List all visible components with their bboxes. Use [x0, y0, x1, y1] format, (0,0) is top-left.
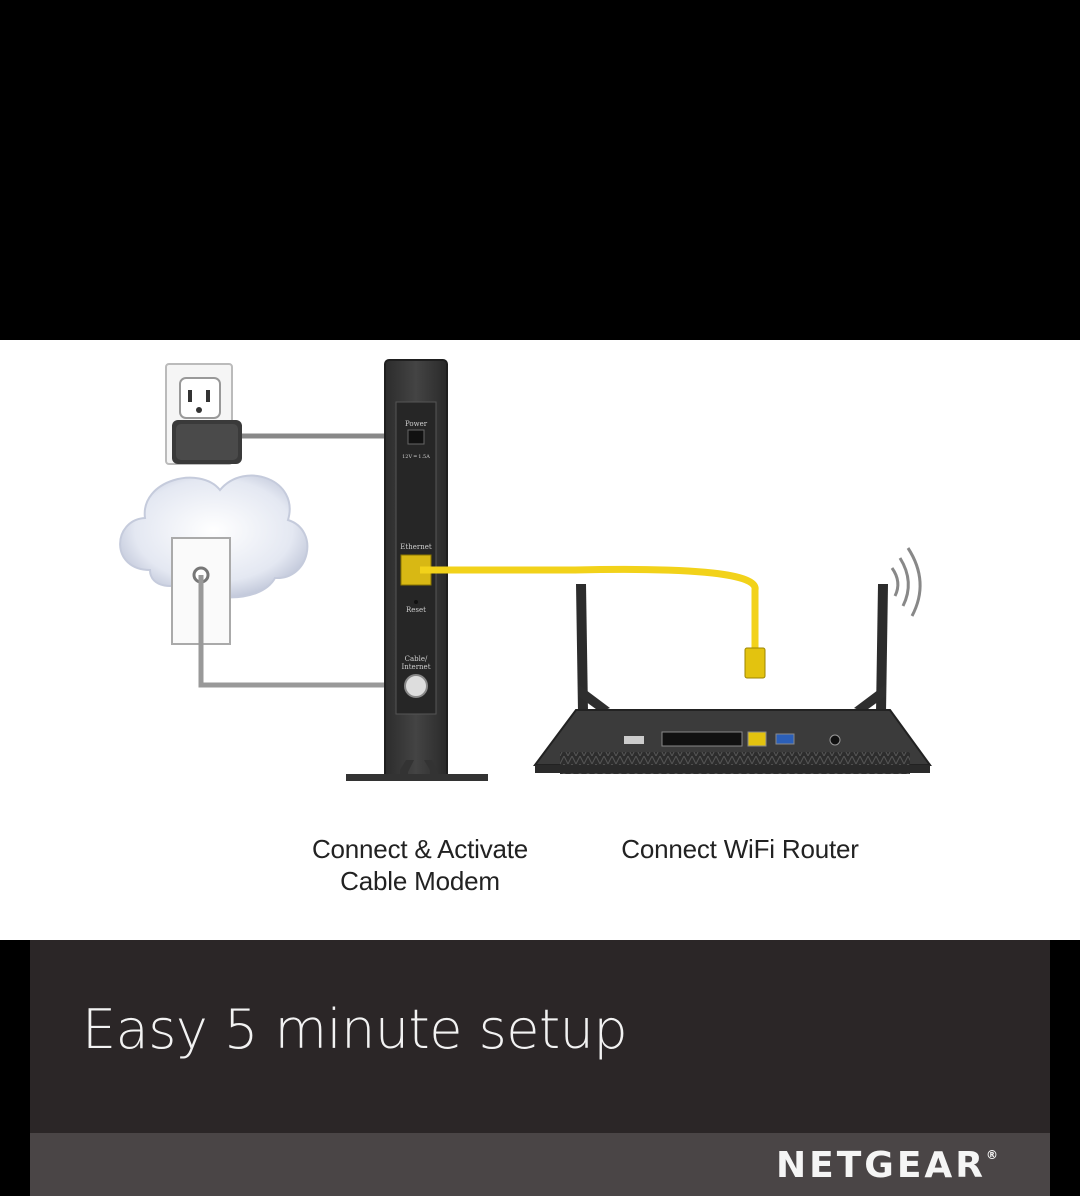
modem-caption: Connect & Activate Cable Modem: [311, 834, 529, 896]
cable-modem-icon: Power 12V ═ 1.5A Ethernet Reset Cable/ I…: [346, 359, 488, 781]
power-adapter-icon: [172, 420, 242, 464]
registered-mark: ®: [986, 1148, 998, 1162]
banner-title: Easy 5 minute setup: [82, 998, 628, 1061]
ethernet-cable: [420, 565, 759, 650]
ethernet-port-label: Ethernet: [400, 543, 432, 551]
setup-banner: Easy 5 minute setup: [30, 940, 1050, 1133]
brand-footer: NETGEAR®: [30, 1133, 1050, 1196]
cable-port-label-1: Cable/: [405, 655, 428, 663]
brand-name: NETGEAR: [776, 1145, 986, 1186]
coax-cable: [198, 575, 412, 688]
reset-label: Reset: [406, 606, 426, 614]
router-caption: Connect WiFi Router: [621, 834, 859, 864]
right-black-margin: [1050, 940, 1080, 1196]
cable-port-label-2: Internet: [401, 663, 430, 671]
left-black-margin: [0, 940, 30, 1196]
power-rating-label: 12V ═ 1.5A: [402, 454, 430, 460]
ethernet-plug: [744, 647, 766, 679]
setup-diagram: Power 12V ═ 1.5A Ethernet Reset Cable/ I…: [119, 359, 932, 781]
wifi-signal-icon: [890, 547, 922, 617]
top-black-area: [0, 0, 1080, 340]
power-port-label: Power: [405, 420, 428, 428]
wifi-router-icon: [533, 584, 932, 774]
netgear-logo: NETGEAR®: [776, 1145, 998, 1186]
